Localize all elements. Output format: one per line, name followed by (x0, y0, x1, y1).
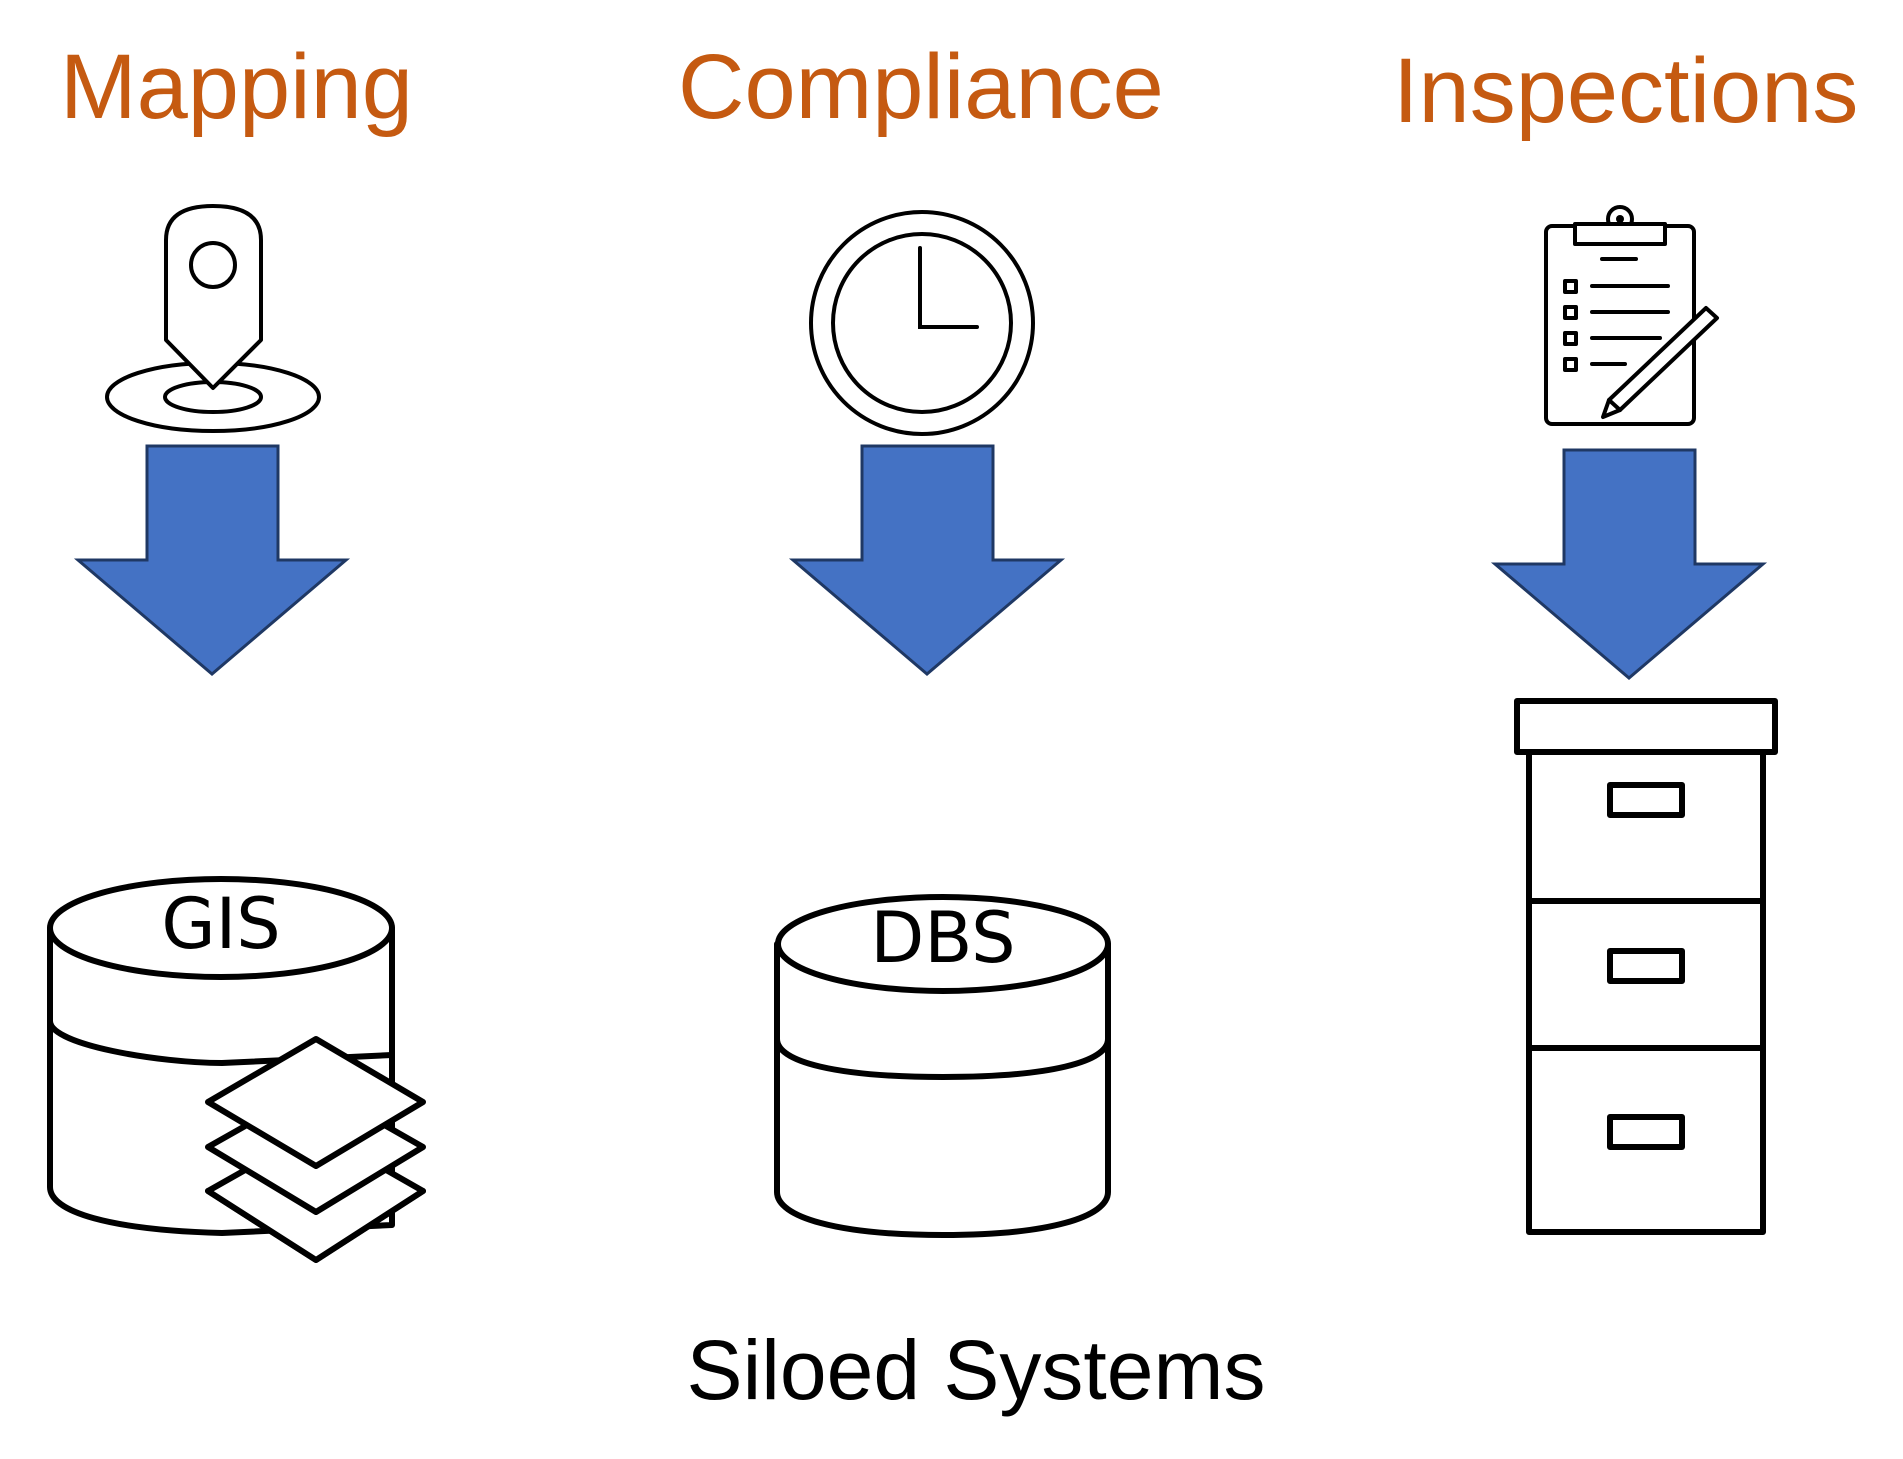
clipboard-checklist-icon (1544, 205, 1719, 426)
heading-inspections: Inspections (1393, 40, 1858, 142)
dbs-database-label: DBS (870, 897, 1015, 979)
heading-mapping: Mapping (60, 36, 413, 138)
arrow-compliance (788, 444, 1066, 676)
gis-database-label: GIS (161, 883, 280, 965)
database-layers-icon (47, 876, 426, 1263)
arrow-inspections (1490, 448, 1768, 680)
filing-cabinet-icon (1514, 698, 1778, 1235)
database-icon (774, 894, 1111, 1238)
clock-icon (809, 210, 1035, 436)
map-pin-icon (105, 204, 321, 433)
caption-siloed-systems: Siloed Systems (687, 1323, 1266, 1417)
heading-compliance: Compliance (678, 36, 1164, 138)
arrow-mapping (73, 444, 351, 676)
